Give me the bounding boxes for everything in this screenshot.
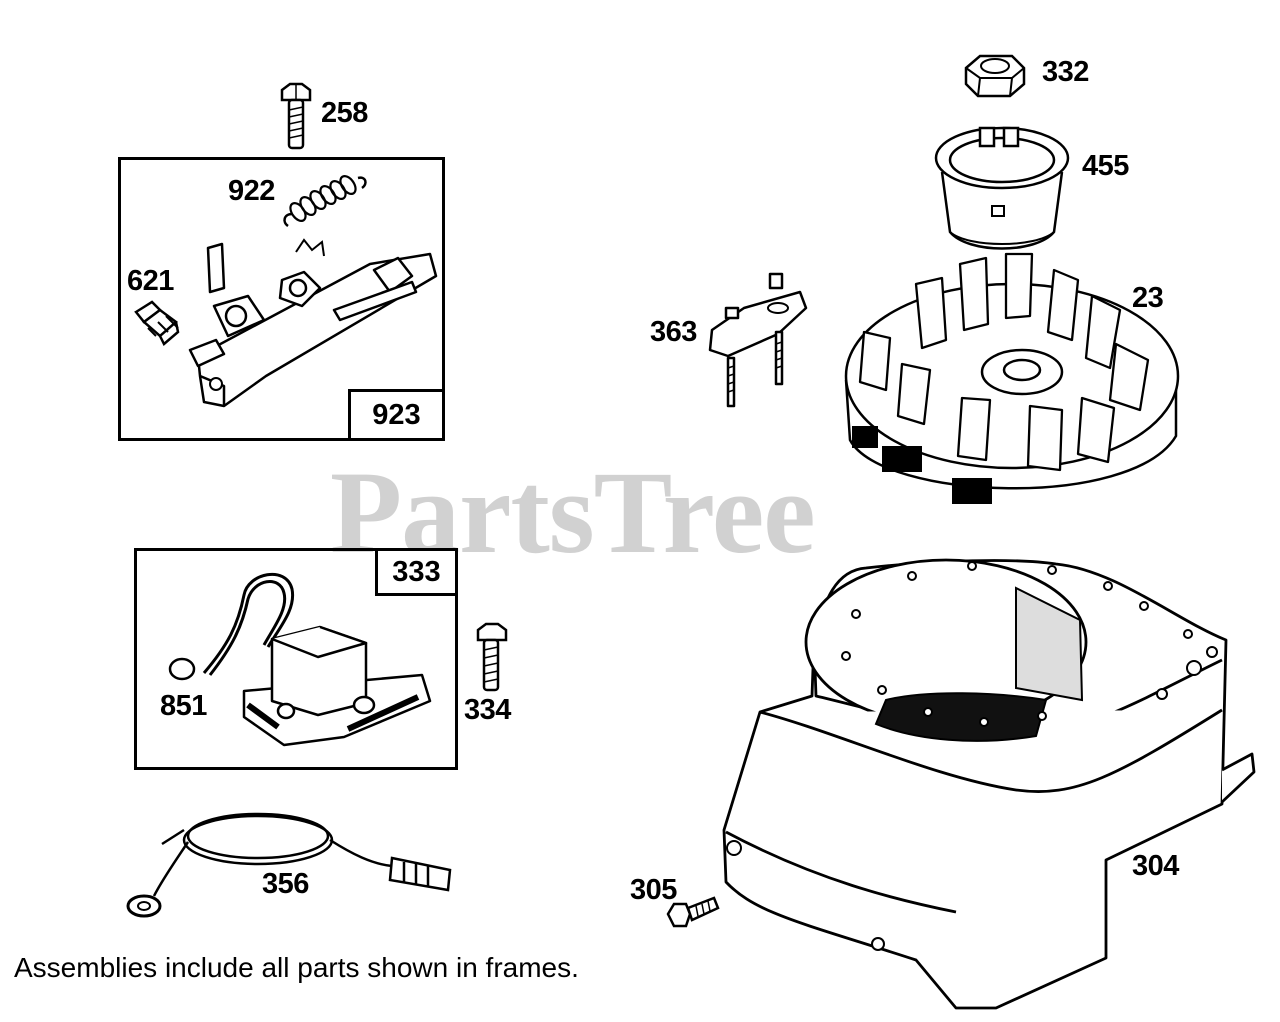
- governor-bracket-icon[interactable]: [184, 236, 440, 412]
- blower-housing-304-icon[interactable]: [716, 540, 1262, 1010]
- frame-tag-923: 923: [348, 389, 445, 441]
- ground-wire-356-icon[interactable]: [122, 800, 460, 924]
- armature-assembly-frame: [134, 548, 458, 770]
- spring-922-icon[interactable]: [278, 168, 370, 234]
- nut-332-icon[interactable]: [962, 52, 1028, 100]
- bolt-334-icon[interactable]: [474, 620, 508, 694]
- label-851: 851: [160, 690, 207, 722]
- label-334: 334: [464, 694, 511, 726]
- starter-cup-455-icon[interactable]: [928, 120, 1076, 256]
- governor-assembly-frame: [118, 157, 445, 441]
- bolt-258-icon[interactable]: [276, 80, 316, 152]
- ignition-armature-icon[interactable]: [168, 565, 450, 755]
- label-922: 922: [228, 175, 275, 207]
- label-23: 23: [1132, 282, 1164, 314]
- frame-tag-333: 333: [375, 548, 458, 596]
- screw-305-icon[interactable]: [664, 890, 720, 934]
- label-455: 455: [1082, 150, 1129, 182]
- label-621: 621: [127, 265, 174, 297]
- label-304: 304: [1132, 850, 1179, 882]
- label-356: 356: [262, 868, 309, 900]
- clip-621-icon[interactable]: [130, 292, 186, 348]
- label-258: 258: [321, 97, 368, 129]
- label-305: 305: [630, 874, 677, 906]
- flywheel-23-icon[interactable]: [842, 240, 1182, 522]
- assemblies-footnote: Assemblies include all parts shown in fr…: [14, 952, 579, 983]
- label-363: 363: [650, 316, 697, 348]
- label-332: 332: [1042, 56, 1089, 88]
- air-vane-363-icon[interactable]: [704, 268, 814, 412]
